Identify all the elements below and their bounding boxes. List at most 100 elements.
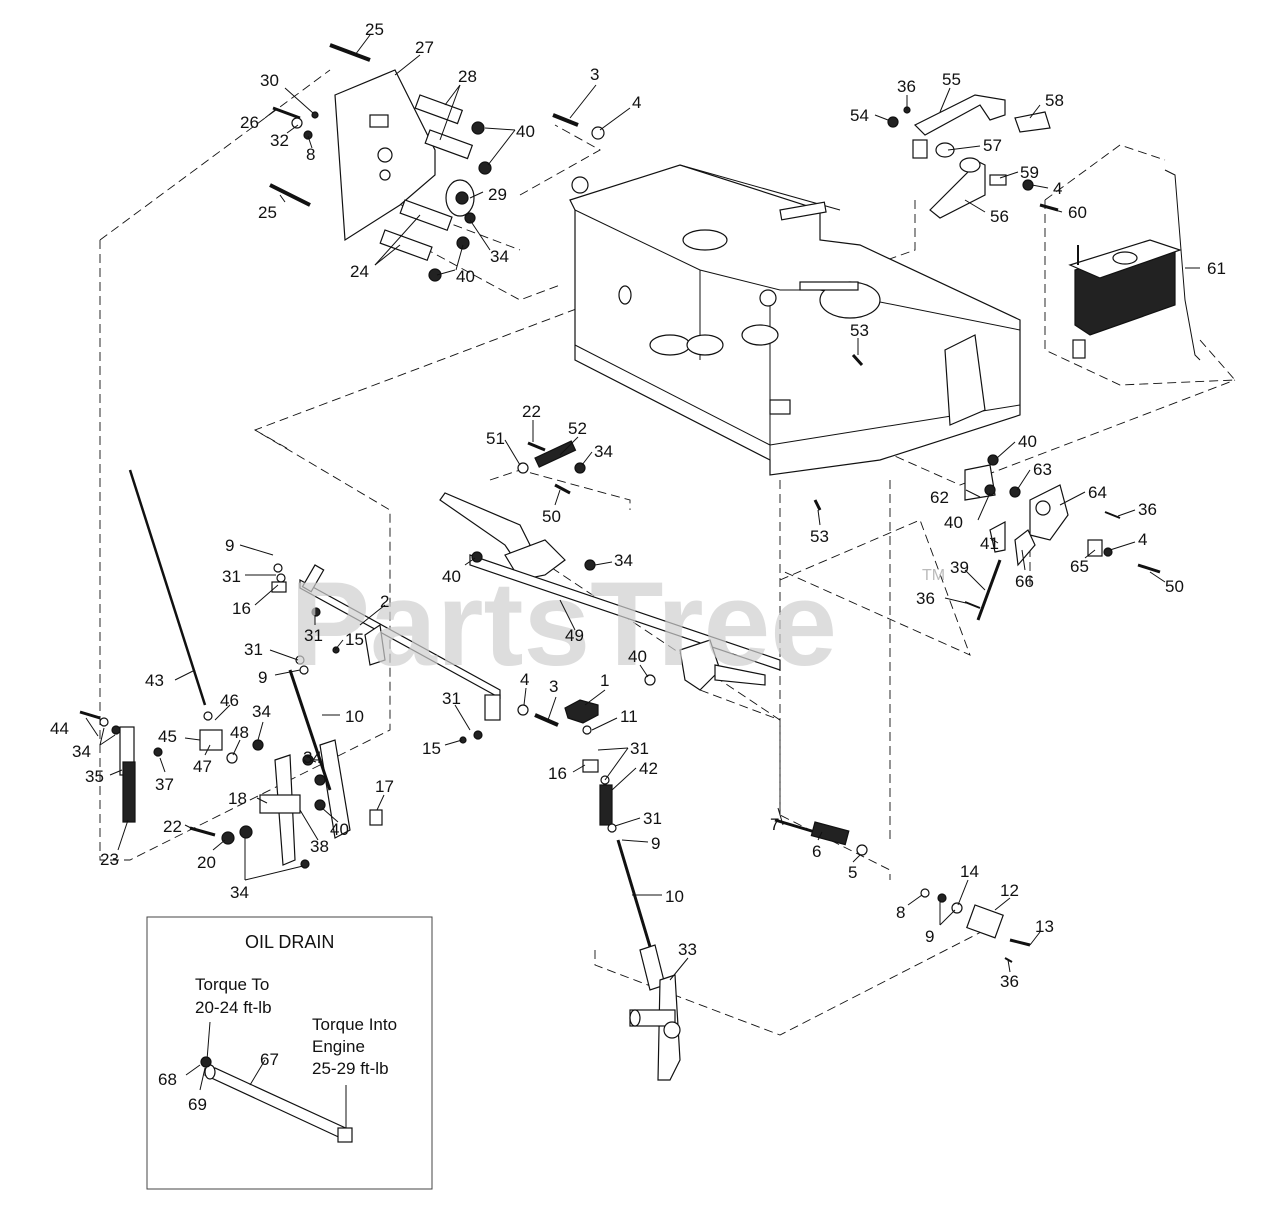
callout-22: 22 — [522, 402, 541, 421]
callout-36: 36 — [897, 77, 916, 96]
callout-3: 3 — [590, 65, 599, 84]
bolts-top-left — [269, 43, 605, 207]
small-fasteners — [332, 353, 864, 744]
callout-31: 31 — [222, 567, 241, 586]
callout-9: 9 — [225, 536, 234, 555]
oil-drain-inset: OIL DRAIN Torque To 20-24 ft-lb Torque I… — [146, 916, 433, 1190]
callout-41: 41 — [980, 534, 999, 553]
callout-31: 31 — [630, 739, 649, 758]
inset-torque-to-line1: Torque To — [195, 975, 269, 994]
inset-torque-into-line3: 25-29 ft-lb — [312, 1059, 389, 1078]
callout-58: 58 — [1045, 91, 1064, 110]
callout-43: 43 — [145, 671, 164, 690]
callout-38: 38 — [310, 837, 329, 856]
callout-14: 14 — [960, 862, 979, 881]
callout-61: 61 — [1207, 259, 1226, 278]
callout-48: 48 — [230, 723, 249, 742]
callout-40: 40 — [516, 122, 535, 141]
callout-47: 47 — [193, 757, 212, 776]
callout-35: 35 — [85, 767, 104, 786]
inset-torque-into-line2: Engine — [312, 1037, 365, 1056]
callout-64: 64 — [1088, 483, 1107, 502]
callout-62: 62 — [930, 488, 949, 507]
callout-11: 11 — [620, 707, 638, 726]
callout-40: 40 — [456, 267, 475, 286]
callout-23: 23 — [100, 850, 119, 869]
callout-24: 24 — [350, 262, 369, 281]
callout-30: 30 — [260, 71, 279, 90]
callout-22: 22 — [163, 817, 182, 836]
callout-66: 66 — [1015, 572, 1034, 591]
callout-18: 18 — [228, 789, 247, 808]
watermark: PartsTree TM — [290, 557, 945, 691]
watermark-tm: TM — [922, 567, 945, 584]
callout-8: 8 — [896, 903, 905, 922]
callout-54: 54 — [850, 106, 869, 125]
inset-title: OIL DRAIN — [245, 932, 334, 952]
callout-4: 4 — [632, 93, 641, 112]
callout-69: 69 — [188, 1095, 207, 1114]
callout-57: 57 — [983, 136, 1002, 155]
callout-15: 15 — [345, 630, 364, 649]
callout-12: 12 — [1000, 881, 1019, 900]
callout-50: 50 — [1165, 577, 1184, 596]
fuel-rod-61 — [1164, 169, 1201, 361]
callout-9: 9 — [258, 668, 267, 687]
callout-20: 20 — [197, 853, 216, 872]
callout-60: 60 — [1068, 203, 1087, 222]
callout-67: 67 — [260, 1050, 279, 1069]
callout-25: 25 — [258, 203, 277, 222]
callout-52: 52 — [568, 419, 587, 438]
callout-13: 13 — [1035, 917, 1054, 936]
callout-16: 16 — [548, 764, 567, 783]
callout-5: 5 — [848, 863, 857, 882]
callout-31: 31 — [643, 809, 662, 828]
callout-39: 39 — [950, 558, 969, 577]
callout-8: 8 — [306, 145, 315, 164]
callout-53: 53 — [850, 321, 869, 340]
callout-55: 55 — [942, 70, 961, 89]
pivot-12-assembly — [920, 888, 1031, 963]
callout-40: 40 — [330, 820, 349, 839]
callout-51: 51 — [486, 429, 505, 448]
callout-31: 31 — [304, 626, 323, 645]
spring-52 — [517, 440, 586, 495]
callout-42: 42 — [639, 759, 658, 778]
inset-torque-into-line1: Torque Into — [312, 1015, 397, 1034]
callout-3: 3 — [549, 677, 558, 696]
callout-45: 45 — [158, 727, 177, 746]
callout-63: 63 — [1033, 460, 1052, 479]
callout-59: 59 — [1020, 163, 1039, 182]
callout-34: 34 — [490, 247, 509, 266]
callout-16: 16 — [232, 599, 251, 618]
callout-33: 33 — [678, 940, 697, 959]
callout-17: 17 — [375, 777, 394, 796]
callout-34: 34 — [614, 551, 633, 570]
callout-36: 36 — [1138, 500, 1157, 519]
callout-65: 65 — [1070, 557, 1089, 576]
callout-29: 29 — [488, 185, 507, 204]
callout-53: 53 — [810, 527, 829, 546]
bell-crank-33 — [629, 974, 681, 1081]
fuel-tank — [1068, 239, 1182, 359]
callout-36: 36 — [916, 589, 935, 608]
spacer-rods — [379, 94, 492, 282]
callout-34: 34 — [594, 442, 613, 461]
left-lever-assembly — [79, 469, 383, 869]
shaft-2 — [299, 564, 559, 740]
mounting-plate-27 — [334, 69, 436, 242]
callout-4: 4 — [520, 670, 529, 689]
knob-rod-assembly — [564, 699, 666, 991]
inset-torque-to-line2: 20-24 ft-lb — [195, 998, 272, 1017]
callout-9: 9 — [925, 927, 934, 946]
callout-labels: 25 27 28 30 26 32 8 40 29 25 34 24 40 3 … — [50, 20, 1226, 991]
callout-40: 40 — [944, 513, 963, 532]
callout-2: 2 — [380, 592, 389, 611]
callout-34: 34 — [72, 742, 91, 761]
lever-shaft-49 — [439, 492, 781, 691]
callout-34: 34 — [303, 748, 322, 767]
main-frame — [569, 164, 1021, 476]
callout-15: 15 — [422, 739, 441, 758]
callout-40: 40 — [1018, 432, 1037, 451]
